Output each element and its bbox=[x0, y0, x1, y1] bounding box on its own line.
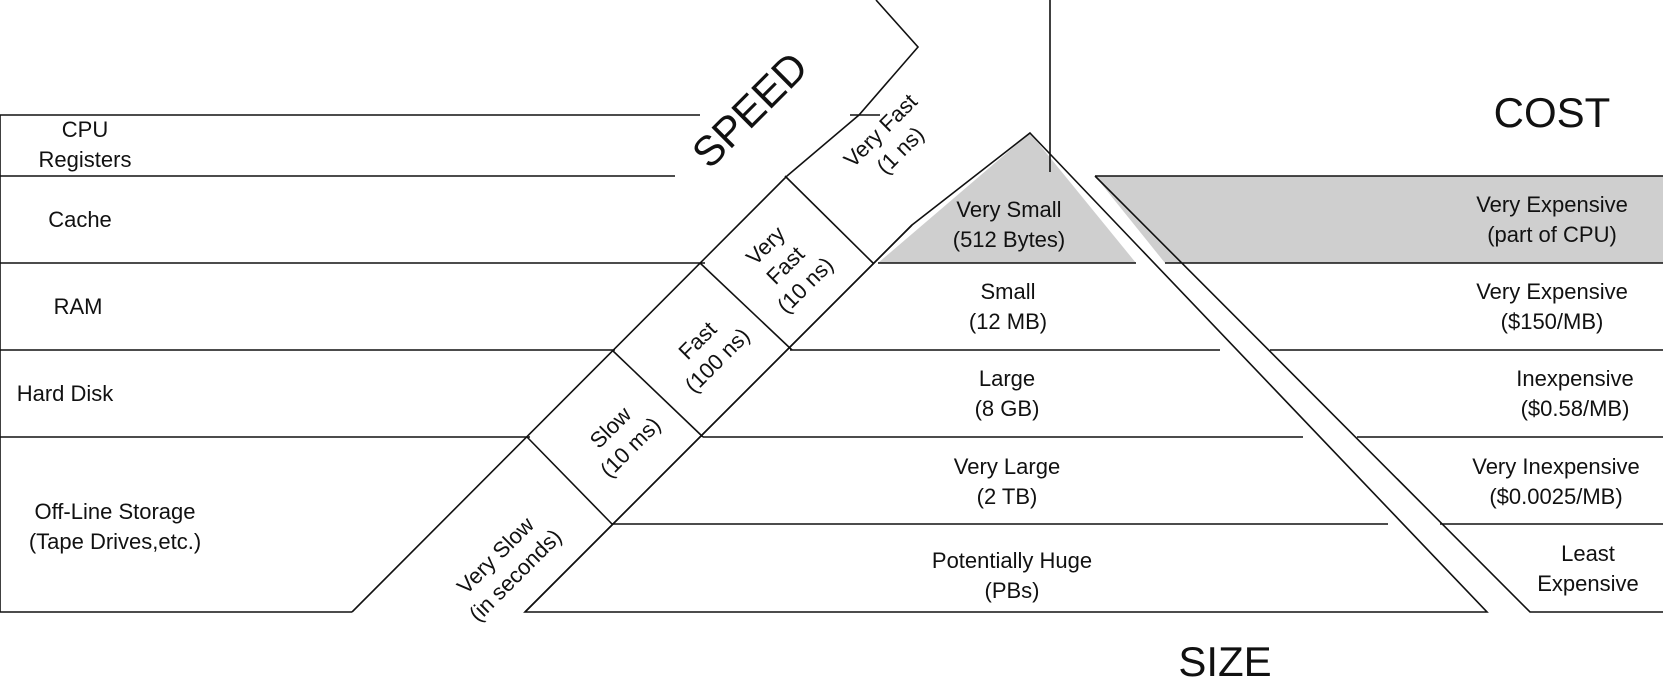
level-label-line: CPU bbox=[62, 117, 108, 142]
size-label-line: Large bbox=[979, 366, 1035, 391]
size-label: Small (12 MB) bbox=[969, 279, 1047, 334]
level-label-line: (Tape Drives,etc.) bbox=[29, 529, 201, 554]
level-label-line: Cache bbox=[48, 207, 112, 232]
cost-label-line: ($0.58/MB) bbox=[1521, 396, 1630, 421]
cost-top-shading bbox=[1095, 176, 1663, 263]
size-label-line: (PBs) bbox=[985, 578, 1040, 603]
cost-label: Very Expensive (part of CPU) bbox=[1476, 192, 1628, 247]
level-label: Hard Disk bbox=[17, 381, 115, 406]
speed-labels: Very Fast(1 ns)VeryFast(10 ns)Fast(100 n… bbox=[444, 89, 942, 627]
size-labels: Very Small (512 Bytes) Small (12 MB) Large (8… bbox=[932, 197, 1092, 603]
level-label-line: Hard Disk bbox=[17, 381, 115, 406]
cost-label-line: Inexpensive bbox=[1516, 366, 1633, 391]
speed-label: Very Fast(1 ns) bbox=[839, 89, 942, 192]
size-heading: SIZE bbox=[1178, 638, 1271, 678]
level-label: RAM bbox=[54, 294, 103, 319]
size-label: Large (8 GB) bbox=[975, 366, 1040, 421]
size-label-line: Potentially Huge bbox=[932, 548, 1092, 573]
size-label-line: (12 MB) bbox=[969, 309, 1047, 334]
level-label: Off-Line Storage (Tape Drives,etc.) bbox=[29, 499, 201, 554]
level-label: CPU Registers bbox=[39, 117, 132, 172]
cost-label-line: ($150/MB) bbox=[1501, 309, 1604, 334]
cost-label: Very Expensive ($150/MB) bbox=[1476, 279, 1628, 334]
speed-label: Slow(10 ms) bbox=[575, 392, 665, 482]
size-label-line: Very Small bbox=[956, 197, 1061, 222]
cost-label: Very Inexpensive ($0.0025/MB) bbox=[1472, 454, 1640, 509]
speed-arrow bbox=[351, 0, 1051, 613]
size-label: Very Large (2 TB) bbox=[954, 454, 1060, 509]
size-label-line: Very Large bbox=[954, 454, 1060, 479]
size-label-line: Small bbox=[980, 279, 1035, 304]
cost-label-line: Very Expensive bbox=[1476, 192, 1628, 217]
cost-label-line: Expensive bbox=[1537, 571, 1639, 596]
speed-label: Fast(100 ns) bbox=[660, 303, 755, 398]
cost-label-line: (part of CPU) bbox=[1487, 222, 1617, 247]
cost-label-line: ($0.0025/MB) bbox=[1489, 484, 1622, 509]
speed-label: VeryFast(10 ns) bbox=[733, 213, 839, 319]
level-table bbox=[0, 114, 705, 613]
cost-label-line: Very Inexpensive bbox=[1472, 454, 1640, 479]
cost-label-line: Least bbox=[1561, 541, 1615, 566]
level-label-line: Registers bbox=[39, 147, 132, 172]
size-label-line: (8 GB) bbox=[975, 396, 1040, 421]
level-label: Cache bbox=[48, 207, 112, 232]
cost-labels: Very Expensive(part of CPU)Very Expensiv… bbox=[1472, 192, 1640, 596]
speed-label: Very Slow(in seconds) bbox=[444, 504, 566, 626]
size-label: Very Small (512 Bytes) bbox=[953, 197, 1066, 252]
size-apex-shading bbox=[878, 133, 1136, 263]
level-label-line: RAM bbox=[54, 294, 103, 319]
size-pyramid bbox=[523, 131, 1489, 613]
speed-heading: SPEED bbox=[683, 43, 817, 177]
level-label-line: Off-Line Storage bbox=[34, 499, 195, 524]
cost-label-line: Very Expensive bbox=[1476, 279, 1628, 304]
cost-band bbox=[1094, 175, 1663, 613]
cost-heading: COST bbox=[1494, 89, 1611, 136]
cost-label: Inexpensive ($0.58/MB) bbox=[1516, 366, 1633, 421]
size-label: Potentially Huge (PBs) bbox=[932, 548, 1092, 603]
size-label-line: (512 Bytes) bbox=[953, 227, 1066, 252]
size-label-line: (2 TB) bbox=[977, 484, 1038, 509]
